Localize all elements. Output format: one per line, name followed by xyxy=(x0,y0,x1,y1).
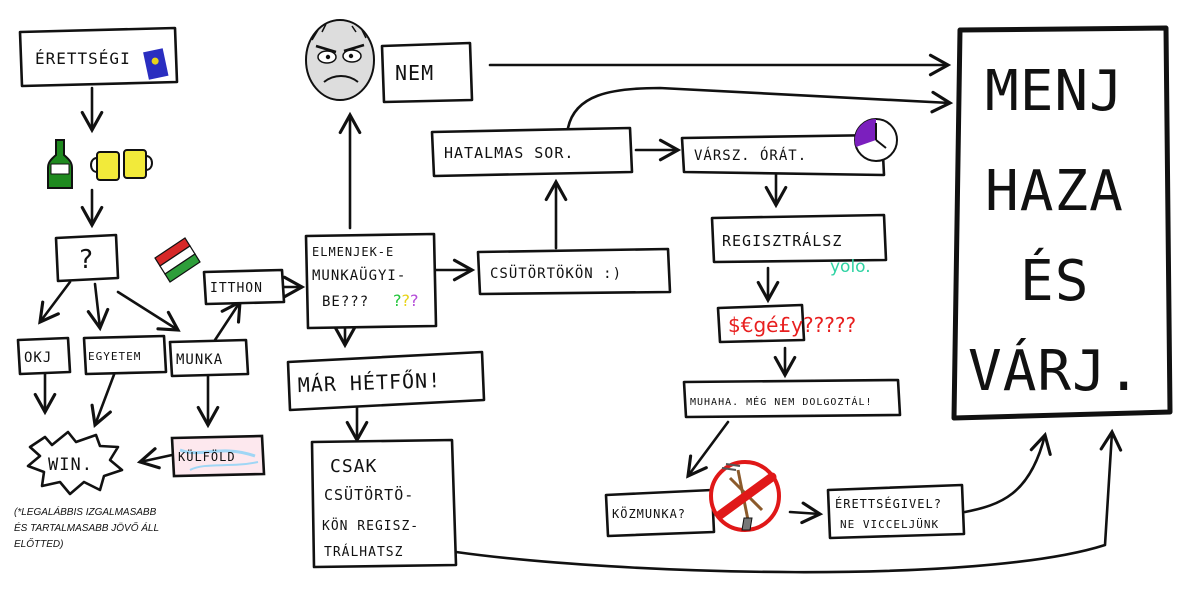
menj-haza-node: MENJ HAZA ÉS VÁRJ. xyxy=(951,25,1173,421)
menj2-label: HAZA xyxy=(985,159,1124,224)
csut-label: CSÜTÖRTÖKÖN :) xyxy=(490,264,622,282)
egyetem-node: EGYETEM xyxy=(82,334,168,376)
fn2-label: ÉS TARTALMASABB JÖVŐ ÁLL xyxy=(14,520,159,534)
no-shovel-icon xyxy=(709,460,781,532)
csak-node: CSAK CSÜTÖRTÖ- KÖN REGISZ- TRÁLHATSZ xyxy=(310,438,458,569)
erettsegi-node: ÉRETTSÉGI xyxy=(18,26,179,88)
csak1-label: CSAK xyxy=(330,456,377,477)
segely-text: $€gé£y????? xyxy=(728,313,856,337)
passport-icon xyxy=(143,48,169,80)
erettsegi-label: ÉRETTSÉGI xyxy=(35,49,131,68)
ere2-label: NE VICCELJÜNK xyxy=(840,518,939,531)
elm1-label: ELMENJEK-E xyxy=(312,245,394,259)
muhaha-node: MUHAHA. MÉG NEM DOLGOZTÁL! xyxy=(682,378,902,419)
munka-node: MUNKA xyxy=(168,338,250,378)
kozmunka-node: KÖZMUNKA? xyxy=(604,488,716,538)
footnote: (*LEGALÁBBIS IZGALMASABB ÉS TARTALMASABB… xyxy=(14,505,159,550)
beer-mugs-icon xyxy=(90,149,153,181)
rage-face-icon xyxy=(305,19,375,101)
itthon-label: ITTHON xyxy=(210,281,263,296)
csutortokon-node: CSÜTÖRTÖKÖN :) xyxy=(476,247,672,296)
menj1-label: MENJ xyxy=(985,59,1124,124)
yolo-note: yolo. xyxy=(830,257,871,277)
erettsegivel-node: ÉRETTSÉGIVEL? NE VICCELJÜNK xyxy=(826,483,966,540)
hatalmas-sor-node: HATALMAS SOR. xyxy=(430,126,634,178)
varsz-label: VÁRSZ. ÓRÁT. xyxy=(694,146,807,164)
menj4-label: VÁRJ. xyxy=(968,339,1142,404)
ere1-label: ÉRETTSÉGIVEL? xyxy=(835,496,942,511)
egyetem-label: EGYETEM xyxy=(88,350,141,363)
okj-node: OKJ xyxy=(16,336,72,376)
mar-hetfon-node: MÁR HÉTFŐN! xyxy=(286,350,486,412)
question-label: ? xyxy=(78,245,95,275)
elm3-label: BE??? xyxy=(322,294,369,310)
kulfold-label: KÜLFÖLD xyxy=(178,448,236,464)
itthon-node: ITTHON xyxy=(202,268,286,306)
hungarian-flag-icon xyxy=(154,237,201,283)
munka-label: MUNKA xyxy=(176,352,223,368)
okj-label: OKJ xyxy=(24,350,52,366)
fn1-label: (*LEGALÁBBIS IZGALMASABB xyxy=(14,505,157,518)
question-node: ? xyxy=(54,233,120,283)
bottle-icon xyxy=(47,139,73,189)
fn3-label: ELŐTTED) xyxy=(14,536,63,550)
menj3-label: ÉS xyxy=(1020,249,1089,314)
hat-label: HATALMAS SOR. xyxy=(444,144,574,162)
kulfold-node: KÜLFÖLD xyxy=(170,434,266,478)
win-node: WIN. xyxy=(26,430,124,496)
muhaha-label: MUHAHA. MÉG NEM DOLGOZTÁL! xyxy=(690,395,873,408)
csak4-label: TRÁLHATSZ xyxy=(324,544,403,560)
colored-question-marks: ??? xyxy=(393,291,419,310)
nem-node: NEM xyxy=(380,41,474,104)
reg-label: REGISZTRÁLSZ xyxy=(722,231,842,250)
csak2-label: CSÜTÖRTÖ- xyxy=(324,485,414,504)
clock-icon xyxy=(854,118,898,162)
nem-label: NEM xyxy=(395,61,434,85)
win-label: WIN. xyxy=(48,455,93,475)
segely-node: $€gé£y????? xyxy=(716,303,856,344)
elm2-label: MUNKAÜGYI- xyxy=(312,266,406,284)
varsz-orat-node: VÁRSZ. ÓRÁT. xyxy=(680,133,886,177)
arrows xyxy=(33,53,1123,574)
elmenjek-node: ELMENJEK-E MUNKAÜGYI- BE??? ??? xyxy=(304,232,438,330)
koz-label: KÖZMUNKA? xyxy=(612,505,686,521)
csak3-label: KÖN REGISZ- xyxy=(322,517,419,534)
regisztralsz-node: REGISZTRÁLSZ xyxy=(710,213,888,264)
mar-label: MÁR HÉTFŐN! xyxy=(297,368,441,397)
